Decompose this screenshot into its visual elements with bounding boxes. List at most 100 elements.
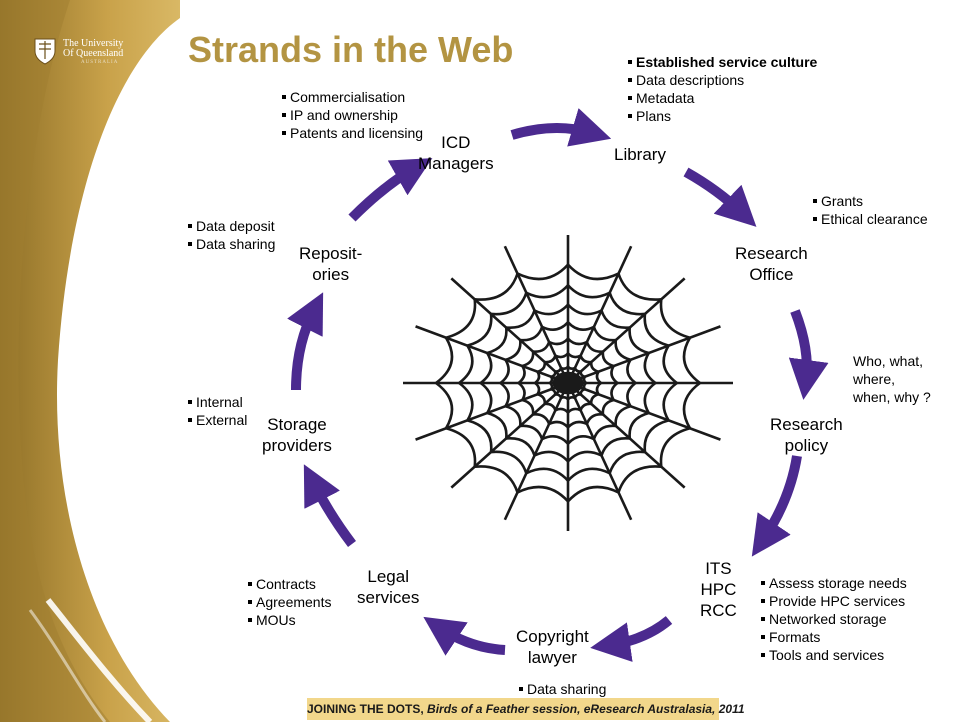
note-storage-item: External (188, 411, 247, 429)
node-storage-providers: Storage providers (262, 414, 332, 456)
note-legal-item: Agreements (248, 593, 331, 611)
logo-text-line2: Of Queensland (63, 48, 124, 59)
web-spoke (450, 382, 569, 489)
note-library-item: Data descriptions (628, 71, 817, 89)
node-icd-managers: ICD Managers (418, 132, 494, 174)
node-repositories-line2: ories (312, 265, 350, 284)
logo-text-line1: The University (63, 38, 124, 49)
note-library-bold: Established service culture (628, 53, 817, 71)
node-research-office: Research Office (735, 243, 808, 285)
web-spoke (450, 277, 569, 384)
gold-swoosh-decoration (0, 0, 180, 722)
node-repositories: Reposit- ories (299, 243, 362, 285)
web-ring (433, 262, 703, 504)
note-legal-item: MOUs (248, 611, 331, 629)
node-its: ITS HPC RCC (700, 558, 737, 621)
node-copyright-line1: Copyright (516, 627, 589, 646)
note-research-policy-line: when, why ? (853, 389, 931, 405)
note-research-policy-line: where, (853, 371, 896, 387)
node-its-line3: RCC (700, 601, 737, 620)
node-its-line1: ITS (705, 559, 732, 578)
cycle-arrow (287, 292, 324, 391)
note-its-item: Assess storage needs (761, 574, 907, 592)
web-ring (456, 283, 680, 483)
cycle-arrow (683, 167, 757, 227)
note-repositories-item: Data deposit (188, 217, 275, 235)
note-icd-item: IP and ownership (282, 106, 423, 124)
note-library-item: Metadata (628, 89, 817, 107)
web-spoke (503, 382, 570, 521)
node-research-policy-line1: Research (770, 415, 843, 434)
note-research-office-item: Ethical clearance (813, 210, 928, 228)
web-ring (498, 320, 638, 446)
note-library-item: Plans (628, 107, 817, 125)
cycle-arrows (287, 108, 829, 662)
spider-web-icon (403, 235, 733, 531)
note-its-item: Tools and services (761, 646, 907, 664)
node-library: Library (614, 145, 666, 164)
node-legal-services: Legal services (357, 566, 419, 608)
web-ring (532, 351, 604, 415)
node-research-policy-line2: policy (784, 436, 829, 455)
node-repositories-line1: Reposit- (299, 244, 363, 263)
cycle-arrow (348, 158, 433, 222)
note-storage-item: Internal (188, 393, 247, 411)
note-legal-item: Contracts (248, 575, 331, 593)
web-spoke (567, 325, 721, 385)
note-icd-item: Commercialisation (282, 88, 423, 106)
notes-library: Established service culture Data descrip… (628, 53, 817, 125)
web-spoke (566, 382, 633, 521)
web-spoke (567, 381, 721, 441)
web-spoke (415, 381, 569, 441)
university-logo: The University Of Queensland AUSTRALIA (33, 37, 183, 77)
slide-title: Strands in the Web (188, 29, 514, 70)
note-research-office-item: Grants (813, 192, 928, 210)
cycle-arrow (423, 616, 506, 656)
node-copyright-line2: lawyer (527, 648, 577, 667)
web-hub (552, 371, 584, 395)
footer-title: JOINING THE DOTS, (307, 702, 424, 716)
notes-research-policy: Who, what, where, when, why ? (853, 352, 931, 406)
web-ring (478, 302, 658, 464)
footer-subtitle: Birds of a Feather session, eResearch Au… (427, 702, 745, 716)
web-spoke (566, 245, 633, 384)
web-ring (516, 336, 620, 430)
web-ring (547, 364, 589, 402)
node-research-policy: Research policy (770, 414, 843, 456)
node-research-office-line2: Office (749, 265, 794, 284)
note-its-item: Formats (761, 628, 907, 646)
cycle-arrow (751, 455, 802, 557)
web-spoke (415, 325, 569, 385)
node-icd-line2: Managers (418, 154, 494, 173)
note-research-policy-line: Who, what, (853, 353, 924, 369)
note-its-item: Provide HPC services (761, 592, 907, 610)
node-research-office-line1: Research (735, 244, 808, 263)
uq-crest-icon (34, 38, 56, 65)
notes-copyright: Data sharing (519, 680, 606, 698)
node-icd-line1: ICD (441, 133, 471, 152)
note-its-item: Networked storage (761, 610, 907, 628)
cycle-arrow (788, 309, 829, 400)
logo-text-line3: AUSTRALIA (81, 60, 119, 65)
cycle-arrow (303, 464, 356, 548)
note-repositories-item: Data sharing (188, 235, 275, 253)
footer-banner: JOINING THE DOTS, Birds of a Feather ses… (307, 698, 745, 720)
node-legal-line2: services (357, 588, 420, 607)
web-spoke (503, 245, 570, 384)
note-copyright-item: Data sharing (519, 680, 606, 698)
node-legal-line1: Legal (367, 567, 409, 586)
node-its-line2: HPC (700, 580, 737, 599)
node-storage-line2: providers (262, 436, 332, 455)
cycle-arrow (590, 616, 673, 662)
node-copyright-lawyer: Copyright lawyer (516, 626, 589, 668)
node-storage-line1: Storage (267, 415, 327, 434)
web-spoke (567, 277, 686, 384)
